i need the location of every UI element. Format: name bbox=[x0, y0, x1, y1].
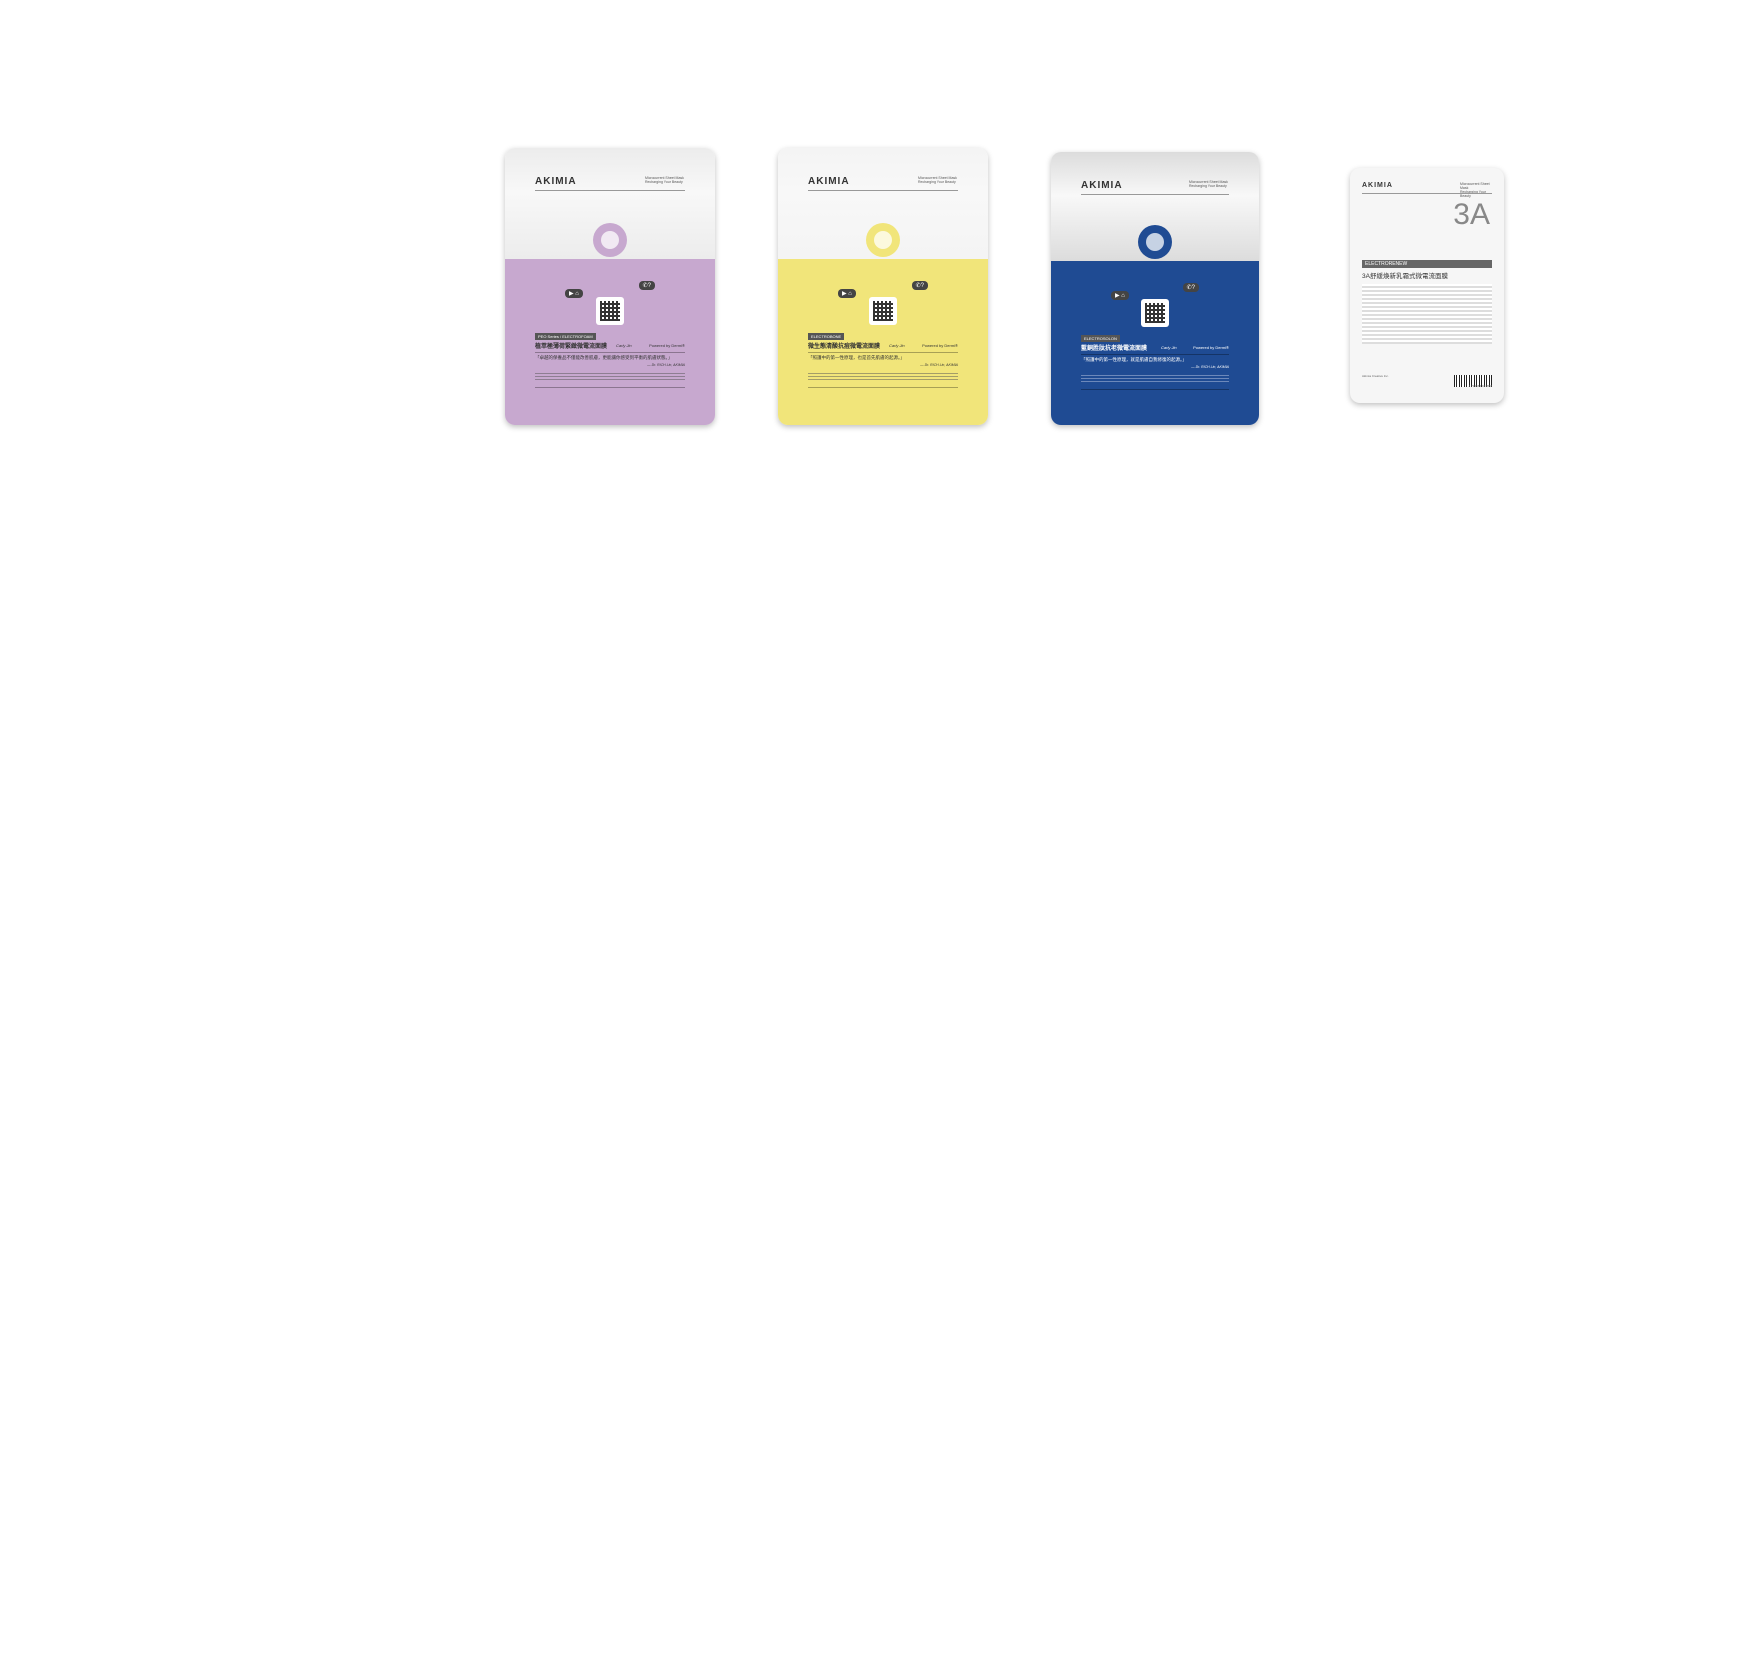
powered-by: Powered by Dermi® bbox=[922, 343, 958, 348]
package-bottom bbox=[505, 259, 715, 425]
video-gift-icon: ▶ ⌂ bbox=[1111, 291, 1129, 300]
product-title: 藍銅胜肽抗老微電流面膜 bbox=[1081, 346, 1148, 352]
divider bbox=[808, 387, 958, 388]
quote: 「照護中的第一性原理，也是首先肌膚的起源。」 bbox=[808, 355, 905, 360]
brand-logo: AKIMIA bbox=[808, 176, 850, 187]
product-code: 3A bbox=[1453, 198, 1490, 231]
quote: 「卓越的保養品不僅能改善肌膚，更能讓你感受到平衡的肌膚狀態。」 bbox=[535, 355, 673, 360]
package-bottom bbox=[778, 259, 988, 425]
product-title: 植萃極薄荷緊緻微電流面膜 bbox=[535, 344, 608, 350]
description-text bbox=[1081, 373, 1229, 383]
divider bbox=[535, 352, 685, 353]
powered-by: Powered by Dermi® bbox=[649, 343, 685, 348]
call-icon: ✆? bbox=[638, 281, 655, 290]
signature: Carly Jin bbox=[616, 343, 632, 348]
powered-by: Powered by Dermi® bbox=[1193, 345, 1229, 350]
signature: Carly Jin bbox=[1161, 345, 1177, 350]
package-bottom bbox=[1051, 261, 1259, 425]
quote-author: — Dr. RICH Lin, AKIMIA bbox=[920, 363, 958, 367]
call-icon: ✆? bbox=[911, 281, 928, 290]
divider bbox=[1081, 354, 1229, 355]
hang-tab bbox=[866, 223, 900, 257]
video-gift-icon: ▶ ⌂ bbox=[838, 289, 856, 298]
signature: Carly Jin bbox=[889, 343, 905, 348]
qr-code bbox=[869, 297, 897, 325]
brand-logo: AKIMIA bbox=[1362, 182, 1393, 189]
barcode bbox=[1454, 375, 1492, 387]
series-label: ELECTRORENEW bbox=[1362, 260, 1492, 268]
series-label: ELECTROSOLON bbox=[1081, 335, 1120, 342]
divider bbox=[1081, 389, 1229, 390]
divider bbox=[535, 190, 685, 191]
hang-tab bbox=[1138, 225, 1172, 259]
quote: 「照護中的第一性原理，就是肌膚自我修復的起源。」 bbox=[1081, 357, 1187, 362]
product-title: 微生態清酸抗痘微電流面膜 bbox=[808, 344, 881, 350]
divider bbox=[808, 352, 958, 353]
series-label: PEO Series / ELECTROFOAM bbox=[535, 333, 596, 340]
brand-logo: AKIMIA bbox=[1081, 180, 1123, 191]
product-title: 3A舒緩煥新乳霜式微電流面膜 bbox=[1362, 273, 1448, 280]
description-text bbox=[535, 371, 685, 381]
company-name: Akimia Creative Inc. bbox=[1362, 374, 1389, 378]
hang-tab bbox=[593, 223, 627, 257]
divider bbox=[535, 387, 685, 388]
divider bbox=[808, 190, 958, 191]
barcode-number: 4 710984 913858 bbox=[1468, 384, 1492, 388]
video-gift-icon: ▶ ⌂ bbox=[565, 289, 583, 298]
description-text bbox=[808, 371, 958, 381]
call-icon: ✆? bbox=[1182, 283, 1199, 292]
quote-author: — Dr. RICH Lin, AKIMIA bbox=[1191, 365, 1229, 369]
ingredients-text bbox=[1362, 284, 1492, 344]
series-label: ELECTROBONE bbox=[808, 333, 845, 340]
divider bbox=[1362, 193, 1492, 194]
divider bbox=[1081, 194, 1229, 195]
brand-logo: AKIMIA bbox=[535, 176, 577, 187]
qr-code bbox=[1141, 299, 1169, 327]
quote-author: — Dr. RICH Lin, AKIMIA bbox=[647, 363, 685, 367]
qr-code bbox=[596, 297, 624, 325]
